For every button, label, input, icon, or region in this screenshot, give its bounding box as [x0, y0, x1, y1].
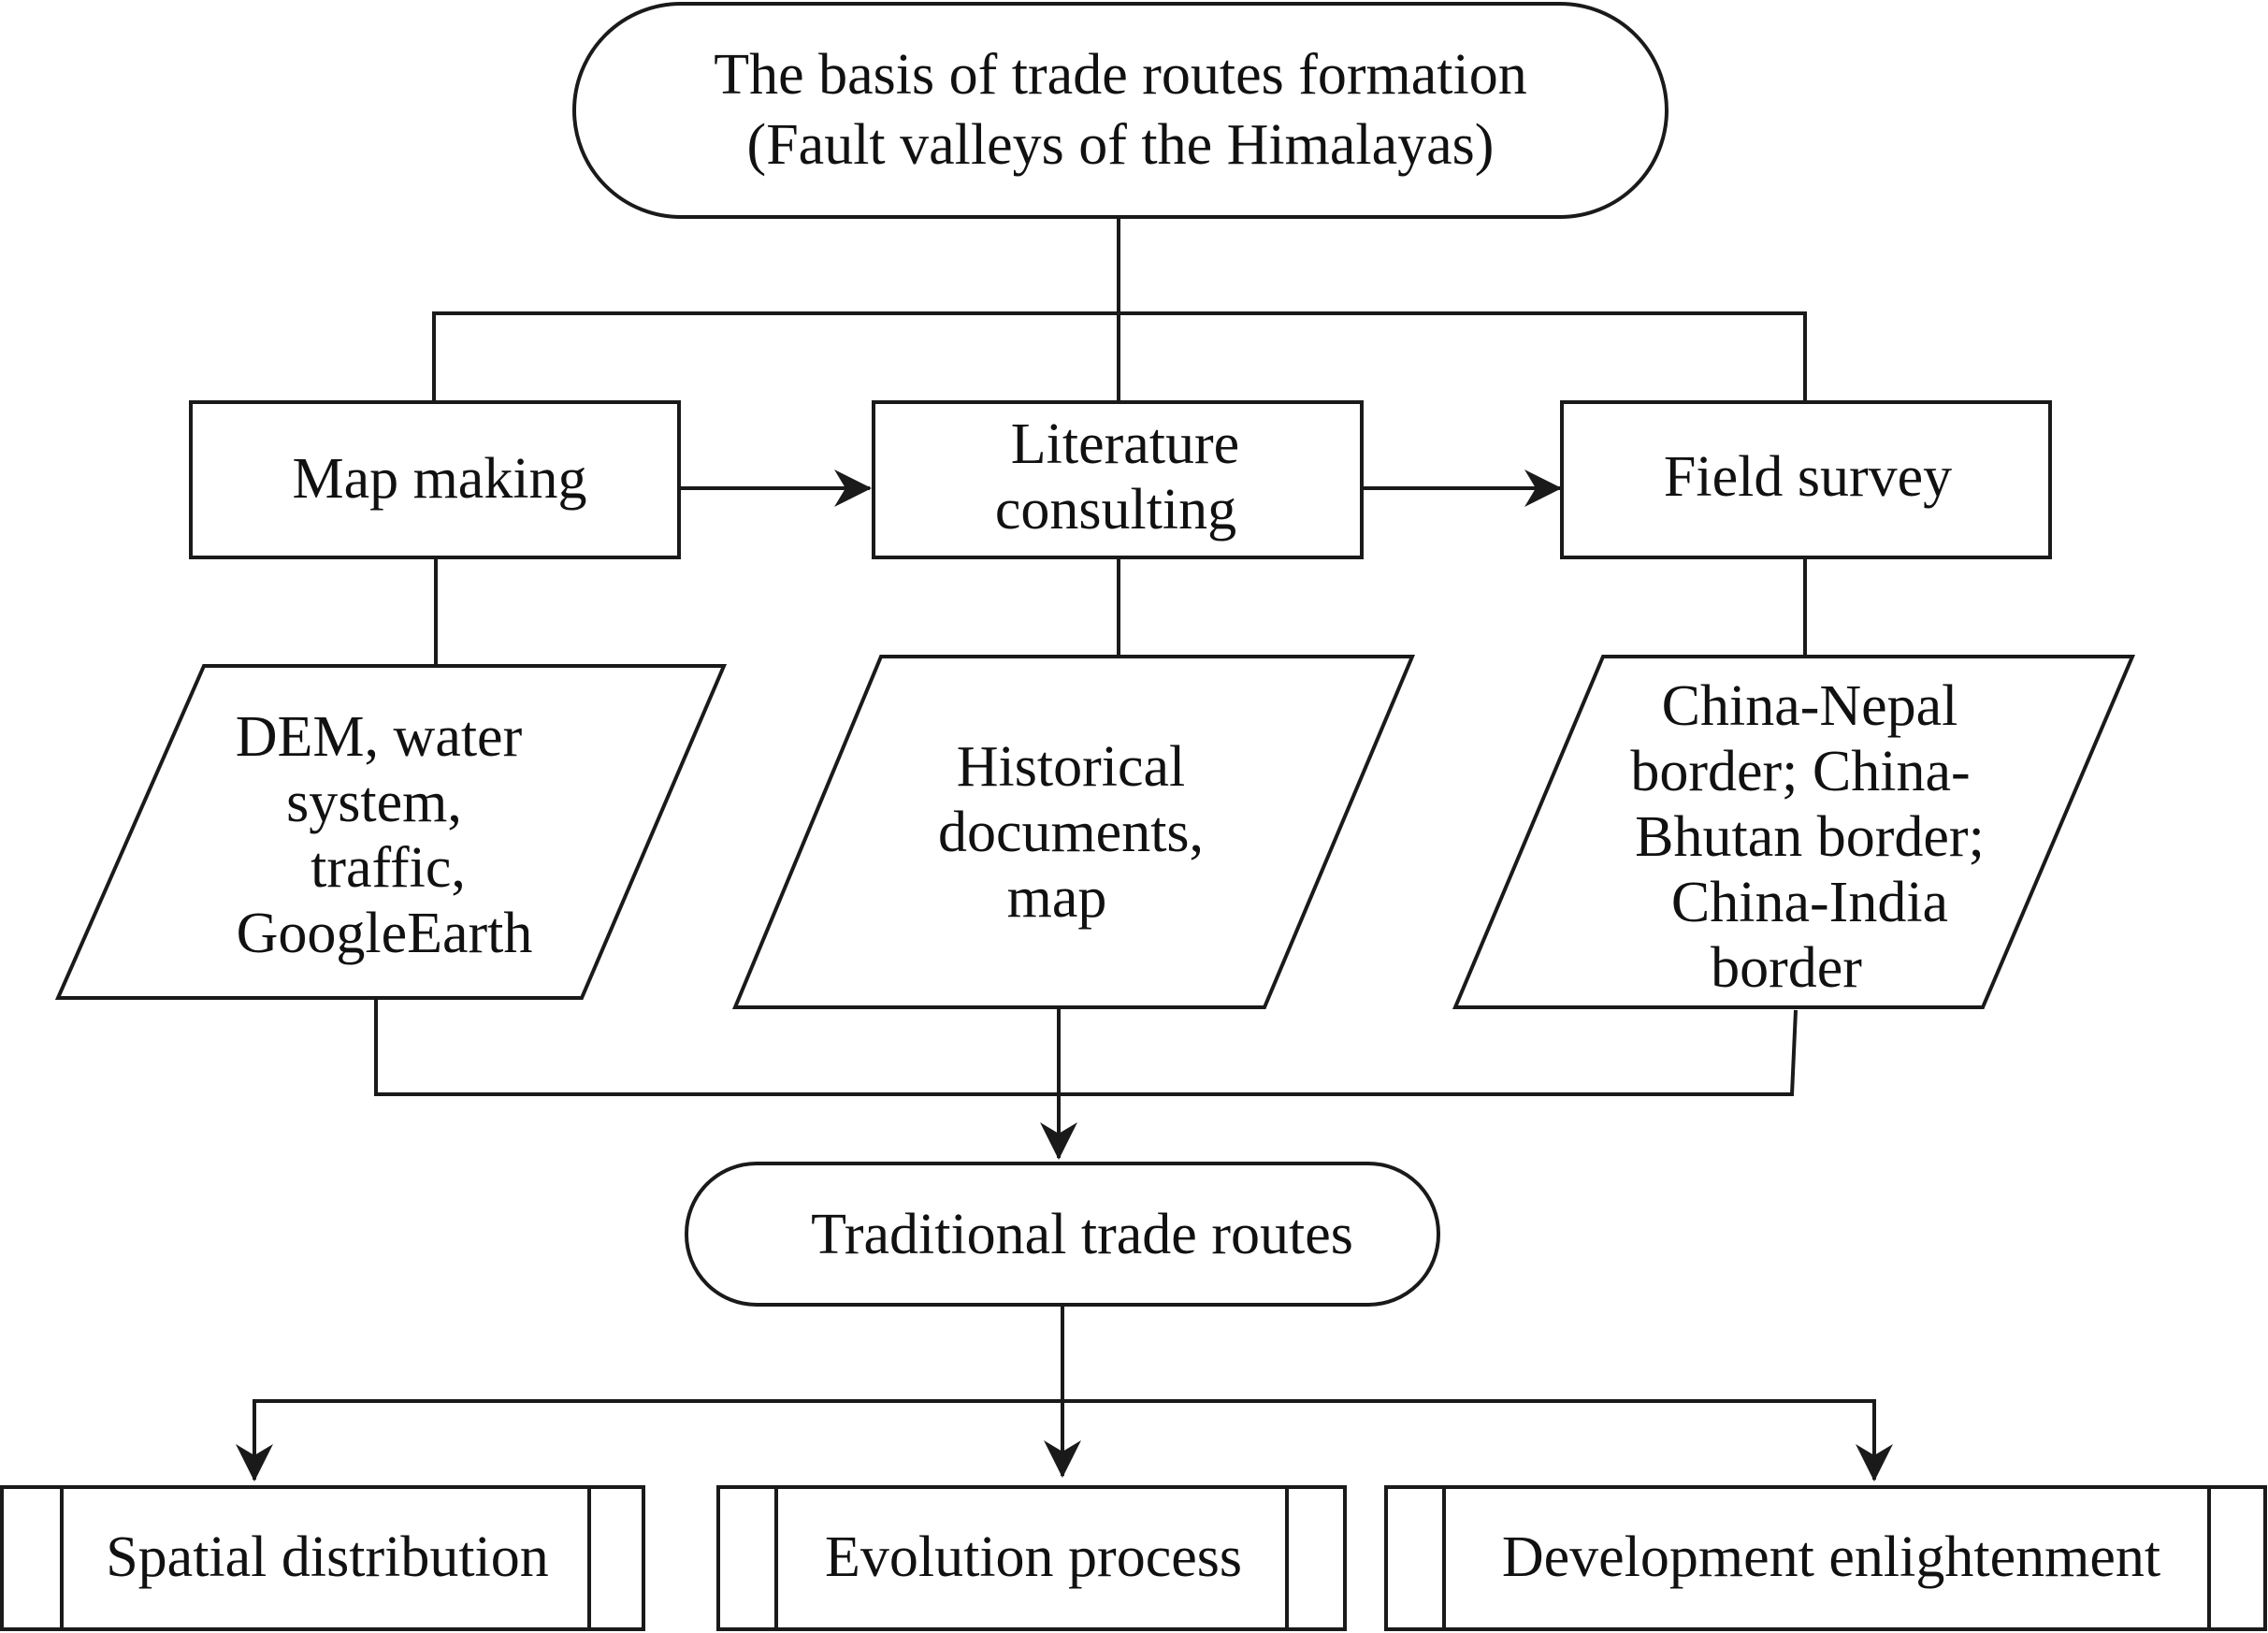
data-field-line-4: China-India: [1671, 871, 1948, 934]
data-lit-line-3: map: [1007, 866, 1107, 930]
terminal-shape: [685, 1162, 1440, 1307]
data-shape: [1452, 655, 2136, 1009]
node-spatial: Spatial distribution: [0, 1485, 645, 1631]
node-trade-routes: Traditional trade routes: [685, 1162, 1440, 1307]
node-top-terminal: The basis of trade routes formation (Fau…: [572, 2, 1668, 219]
predefined-process-box: [0, 1485, 645, 1631]
data-field-line-5: border: [1711, 936, 1862, 1000]
data-shape: [732, 655, 1416, 1009]
development-label: Development enlightenment: [1502, 1525, 2160, 1589]
data-map-line-1: DEM, water: [236, 705, 523, 769]
top-line-2: (Fault valleys of the Himalayas): [747, 113, 1495, 177]
predefined-process-box: [1384, 1485, 2267, 1631]
terminal-shape: [572, 2, 1668, 219]
node-data-lit: Historical documents, map: [732, 655, 1416, 1009]
trade-routes-label: Traditional trade routes: [811, 1203, 1353, 1266]
data-shape: [54, 664, 728, 1000]
data-field-line-3: Bhutan border;: [1635, 805, 1985, 869]
connector-collector: [374, 998, 1798, 1096]
data-field-line-1: China-Nepal: [1662, 674, 1958, 738]
data-lit-line-1: Historical: [957, 735, 1186, 799]
data-field-line-2: border; China-: [1630, 740, 1970, 803]
literature-line-1: Literature: [1011, 412, 1239, 476]
process-box: [872, 400, 1364, 559]
map-making-label: Map making: [292, 447, 586, 511]
evolution-label: Evolution process: [825, 1525, 1242, 1589]
data-map-line-3: traffic,: [311, 836, 466, 900]
predefined-process-box: [716, 1485, 1347, 1631]
connector-bottom-branch: [253, 1399, 1876, 1476]
spatial-label: Spatial distribution: [106, 1525, 549, 1589]
node-literature: Literature consulting: [872, 400, 1364, 559]
literature-line-2: consulting: [995, 478, 1236, 542]
node-development: Development enlightenment: [1384, 1485, 2267, 1631]
node-evolution: Evolution process: [716, 1485, 1347, 1631]
node-data-field: China-Nepal border; China- Bhutan border…: [1452, 655, 2136, 1009]
node-data-map: DEM, water system, traffic, GoogleEarth: [54, 664, 728, 1000]
top-line-1: The basis of trade routes formation: [714, 43, 1526, 107]
process-box: [1560, 400, 2052, 559]
connectors: [236, 217, 1893, 1481]
field-survey-label: Field survey: [1664, 445, 1952, 509]
node-field-survey: Field survey: [1560, 400, 2052, 559]
data-map-line-4: GoogleEarth: [237, 902, 533, 965]
node-map-making: Map making: [189, 400, 681, 559]
process-box: [189, 400, 681, 559]
data-lit-line-2: documents,: [938, 801, 1204, 864]
data-map-line-2: system,: [286, 771, 462, 834]
